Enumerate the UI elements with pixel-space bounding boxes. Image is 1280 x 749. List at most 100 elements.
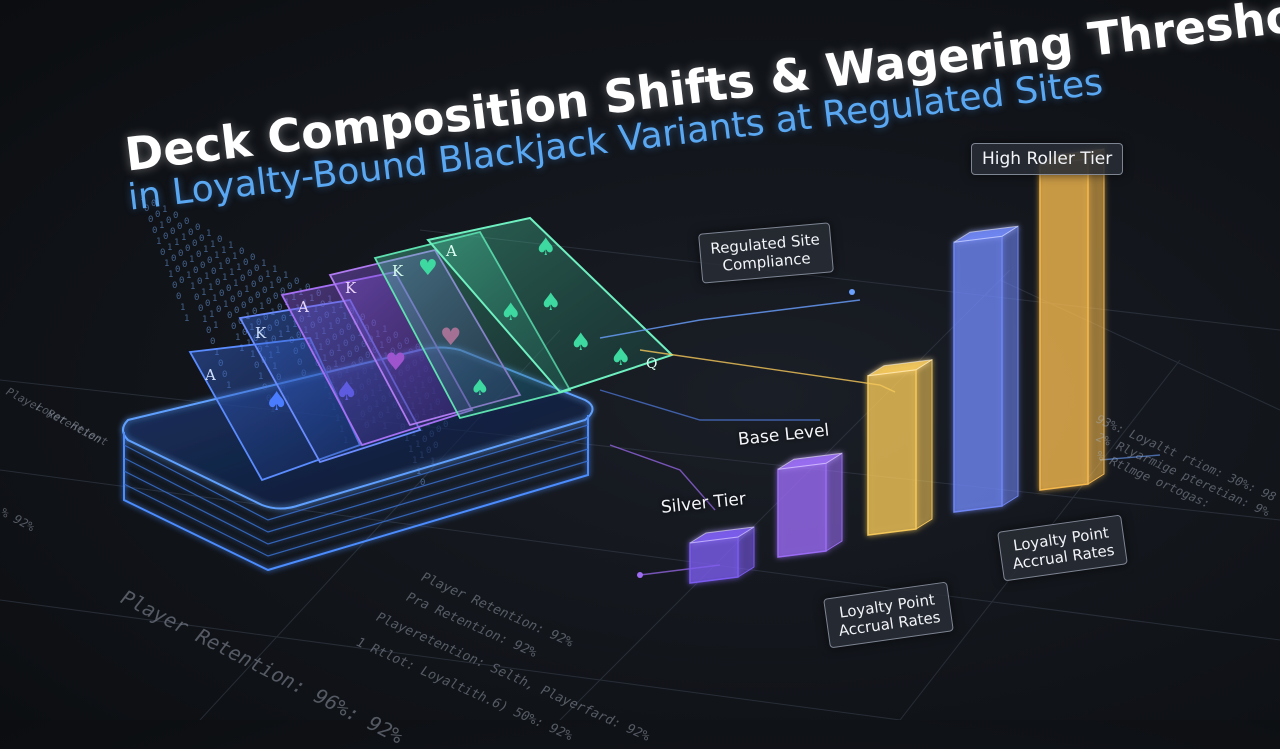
binary-digit: 1	[223, 300, 228, 310]
binary-digit: 1	[218, 262, 223, 272]
binary-digit: 1	[212, 294, 217, 304]
binary-digit: 0	[207, 256, 212, 266]
spade-icon: ♠	[500, 298, 522, 326]
binary-digit: 0	[173, 211, 178, 221]
binary-digit: 0	[243, 258, 248, 268]
spade-icon: ♠	[540, 288, 562, 316]
binary-digit: 0	[242, 328, 247, 338]
binary-digit: 1	[213, 321, 218, 331]
bar-2	[777, 452, 843, 558]
binary-digit: 0	[185, 244, 190, 254]
binary-digit: 1	[201, 288, 206, 298]
binary-digit: 0	[294, 277, 299, 287]
binary-digit: 0	[225, 257, 230, 267]
binary-digit: 1	[208, 283, 213, 293]
binary-digit: 0	[175, 265, 180, 275]
binary-digit: 0	[280, 287, 285, 297]
binary-digit: 0	[266, 297, 271, 307]
binary-digit: 0	[254, 264, 259, 274]
bar-5	[1039, 148, 1105, 491]
binary-digit: 0	[230, 295, 235, 305]
card-rank: K	[255, 324, 267, 342]
label-high-roller-tier: High Roller Tier	[971, 143, 1124, 175]
binary-digit: 0	[216, 305, 221, 315]
binary-digit: 0	[152, 226, 157, 236]
binary-digit: 1	[236, 263, 241, 273]
binary-digit: 1	[159, 221, 164, 231]
binary-digit: 1	[164, 259, 169, 269]
binary-digit: 0	[144, 204, 149, 214]
binary-digit: 1	[229, 268, 234, 278]
binary-digit: 0	[420, 478, 425, 488]
spade-icon: ♠	[535, 233, 557, 261]
binary-digit: 0	[182, 260, 187, 270]
binary-digit: 0	[227, 311, 232, 321]
infographic-scene: 1000101100110010100010010011001001001001…	[0, 148, 1280, 720]
bar-1	[689, 526, 755, 584]
binary-digit: 0	[251, 280, 256, 290]
binary-digit: 0	[211, 267, 216, 277]
binary-digit: 1	[259, 302, 264, 312]
binary-digit: 1	[174, 238, 179, 248]
binary-digit: 0	[163, 232, 168, 242]
binary-digit: 1	[162, 205, 167, 215]
binary-digit: 0	[193, 266, 198, 276]
binary-digit: 0	[197, 277, 202, 287]
binary-digit: 1	[235, 333, 240, 343]
binary-digit: 1	[246, 339, 251, 349]
tier-bars	[689, 148, 1105, 584]
binary-digit: 1	[202, 315, 207, 325]
binary-digit: 1	[416, 467, 421, 477]
binary-digit: 1	[184, 314, 189, 324]
binary-digit: 0	[241, 301, 246, 311]
binary-digit: 0	[234, 306, 239, 316]
spade-icon: ♠	[470, 376, 490, 401]
binary-digit: 0	[250, 253, 255, 263]
binary-digit: 1	[209, 310, 214, 320]
binary-digit: 1	[140, 193, 145, 203]
binary-digit: 0	[172, 281, 177, 291]
binary-digit: 0	[217, 235, 222, 245]
binary-digit: 1	[261, 259, 266, 269]
card-rank: K	[345, 279, 357, 297]
binary-digit: 0	[273, 292, 278, 302]
binary-digit: 0	[252, 307, 257, 317]
binary-digit: 0	[178, 249, 183, 259]
card-rank: A	[445, 242, 457, 260]
binary-digit: 1	[283, 271, 288, 281]
binary-digit: 1	[269, 281, 274, 291]
binary-digit: 0	[179, 276, 184, 286]
binary-digit: 1	[186, 271, 191, 281]
heart-icon: ♥	[418, 256, 438, 281]
binary-digit: 0	[239, 247, 244, 257]
binary-digit: 0	[176, 292, 181, 302]
binary-digit: 1	[265, 270, 270, 280]
binary-digit: 0	[277, 303, 282, 313]
label-text: High Roller Tier	[982, 149, 1113, 169]
binary-digit: 1	[190, 282, 195, 292]
binary-digit: 0	[194, 293, 199, 303]
binary-digit: 0	[237, 290, 242, 300]
card-rank-bottom: Q	[646, 356, 657, 372]
bar-3	[867, 358, 933, 536]
binary-digit: 1	[221, 246, 226, 256]
binary-digit: 1	[206, 229, 211, 239]
binary-digit: 1	[180, 303, 185, 313]
binary-digit: 0	[226, 284, 231, 294]
binary-digit: 0	[155, 210, 160, 220]
binary-digit: 0	[262, 286, 267, 296]
binary-digit: 0	[170, 227, 175, 237]
binary-digit: 1	[272, 265, 277, 275]
binary-digit: 1	[203, 245, 208, 255]
binary-digit: 0	[240, 274, 245, 284]
binary-digit: 1	[210, 240, 215, 250]
binary-digit: 0	[276, 276, 281, 286]
binary-digit: 0	[148, 215, 153, 225]
binary-digit: 0	[171, 254, 176, 264]
binary-digit: 0	[238, 317, 243, 327]
card-rank: A	[204, 366, 216, 384]
binary-digit: 0	[151, 199, 156, 209]
binary-digit: 0	[195, 223, 200, 233]
binary-digit: 0	[177, 222, 182, 232]
card-teal-1: K ♥ ♠	[373, 230, 572, 420]
